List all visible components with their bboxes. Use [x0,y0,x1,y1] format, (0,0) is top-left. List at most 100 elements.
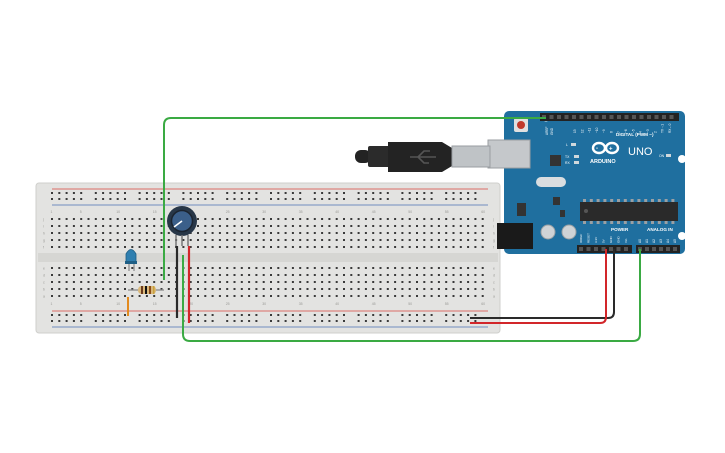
tie-point-hole[interactable] [87,267,90,269]
wire-green-pot-to-digital[interactable] [163,117,546,280]
tie-point-hole[interactable] [437,225,440,227]
tie-point-hole[interactable] [240,232,243,234]
tie-point-hole[interactable] [167,267,170,269]
header-pin[interactable] [659,247,663,251]
tie-point-hole[interactable] [372,239,375,241]
tie-point-hole[interactable] [459,239,462,241]
tie-point-hole[interactable] [109,225,112,227]
rail-hole[interactable] [452,314,455,316]
tie-point-hole[interactable] [58,267,61,269]
tie-point-hole[interactable] [299,281,302,283]
tie-point-hole[interactable] [364,281,367,283]
header-pin[interactable] [673,247,677,251]
tie-point-hole[interactable] [445,288,448,290]
tie-point-hole[interactable] [65,225,68,227]
tie-point-hole[interactable] [262,246,265,248]
rail-hole[interactable] [401,320,404,322]
tie-point-hole[interactable] [474,225,477,227]
tie-point-hole[interactable] [145,267,148,269]
tie-point-hole[interactable] [248,281,251,283]
tie-point-hole[interactable] [72,281,75,283]
rail-hole[interactable] [160,198,163,200]
tie-point-hole[interactable] [72,246,75,248]
tie-point-hole[interactable] [481,218,484,220]
header-pin[interactable] [587,115,591,119]
tie-point-hole[interactable] [423,232,426,234]
tie-point-hole[interactable] [58,225,61,227]
tie-point-hole[interactable] [218,218,221,220]
rail-hole[interactable] [459,198,462,200]
tie-point-hole[interactable] [102,225,105,227]
tie-point-hole[interactable] [255,281,258,283]
rail-hole[interactable] [116,198,119,200]
tie-point-hole[interactable] [321,281,324,283]
tie-point-hole[interactable] [160,225,163,227]
tie-point-hole[interactable] [197,288,199,290]
rail-hole[interactable] [270,192,272,194]
tie-point-hole[interactable] [328,246,331,248]
rail-hole[interactable] [211,192,214,194]
rail-hole[interactable] [197,198,199,200]
tie-point-hole[interactable] [416,218,418,220]
rail-hole[interactable] [153,192,156,194]
tie-point-hole[interactable] [423,267,426,269]
tie-point-hole[interactable] [445,281,448,283]
tie-point-hole[interactable] [116,225,119,227]
tie-point-hole[interactable] [335,288,338,290]
tie-point-hole[interactable] [313,239,316,241]
tie-point-hole[interactable] [138,281,141,283]
tie-point-hole[interactable] [372,232,375,234]
usb-cable[interactable] [355,142,491,172]
tie-point-hole[interactable] [65,239,68,241]
tie-point-hole[interactable] [452,225,455,227]
tie-point-hole[interactable] [248,274,251,276]
tie-point-hole[interactable] [284,239,287,241]
tie-point-hole[interactable] [423,288,426,290]
tie-point-hole[interactable] [94,295,97,297]
tie-point-hole[interactable] [226,267,229,269]
tie-point-hole[interactable] [394,267,397,269]
tie-point-hole[interactable] [372,281,375,283]
tie-point-hole[interactable] [430,281,433,283]
header-pin[interactable] [652,247,656,251]
tie-point-hole[interactable] [248,267,251,269]
tie-point-hole[interactable] [233,274,236,276]
rail-hole[interactable] [182,192,185,194]
tie-point-hole[interactable] [248,239,251,241]
rail-hole[interactable] [474,320,477,322]
rail-hole[interactable] [80,320,83,322]
tie-point-hole[interactable] [328,267,331,269]
tie-point-hole[interactable] [357,246,360,248]
tie-point-hole[interactable] [401,288,404,290]
rail-hole[interactable] [160,192,163,194]
tie-point-hole[interactable] [306,288,309,290]
tie-point-hole[interactable] [102,288,105,290]
rail-hole[interactable] [313,320,316,322]
tie-point-hole[interactable] [262,295,265,297]
tie-point-hole[interactable] [481,239,484,241]
tie-point-hole[interactable] [153,239,156,241]
tie-point-hole[interactable] [321,218,324,220]
rail-hole[interactable] [58,198,61,200]
tie-point-hole[interactable] [240,267,243,269]
tie-point-hole[interactable] [335,232,338,234]
rail-hole[interactable] [233,192,236,194]
rail-hole[interactable] [364,192,367,194]
rail-hole[interactable] [233,320,236,322]
tie-point-hole[interactable] [350,281,353,283]
rail-hole[interactable] [197,314,199,316]
tie-point-hole[interactable] [291,281,294,283]
tie-point-hole[interactable] [87,281,90,283]
tie-point-hole[interactable] [94,288,97,290]
header-pin[interactable] [609,247,613,251]
tie-point-hole[interactable] [321,232,324,234]
tie-point-hole[interactable] [313,218,316,220]
tie-point-hole[interactable] [343,288,345,290]
tie-point-hole[interactable] [204,295,207,297]
tie-point-hole[interactable] [328,218,331,220]
tie-point-hole[interactable] [189,295,192,297]
tie-point-hole[interactable] [197,239,199,241]
tie-point-hole[interactable] [379,246,382,248]
tie-point-hole[interactable] [218,267,221,269]
tie-point-hole[interactable] [364,225,367,227]
